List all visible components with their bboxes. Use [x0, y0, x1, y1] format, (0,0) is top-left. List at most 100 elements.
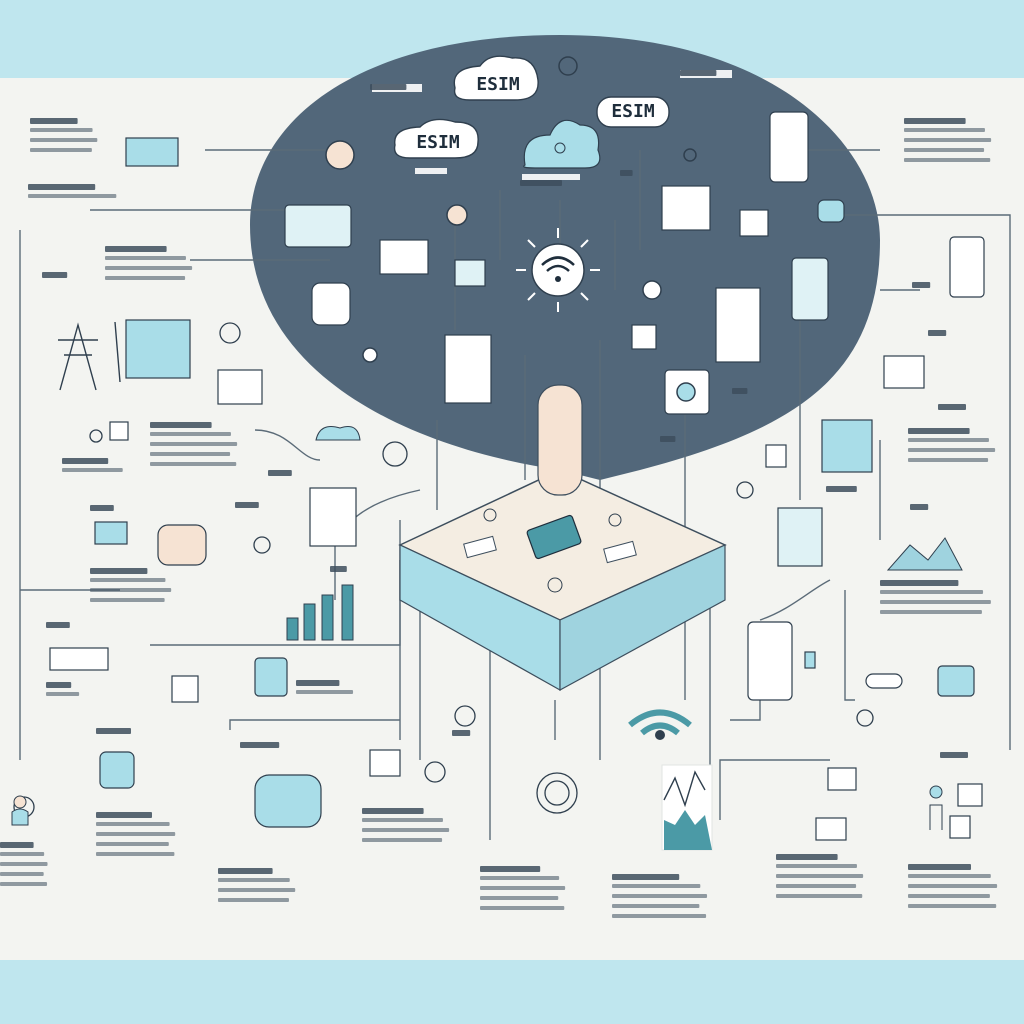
text-placeholder-line — [776, 894, 863, 898]
speech-bubble-icon — [157, 524, 207, 566]
text-placeholder-line — [908, 904, 997, 908]
text-placeholder-line — [908, 864, 971, 870]
lightbulb-icon — [99, 751, 135, 789]
esim-label-top: ESIM — [476, 74, 520, 95]
text-placeholder-line — [240, 742, 280, 748]
text-placeholder-line — [826, 486, 857, 492]
text-placeholder-line — [776, 854, 838, 860]
text-placeholder-line — [90, 598, 165, 602]
text-placeholder-line — [480, 866, 541, 872]
phone-icon — [949, 236, 985, 298]
phone-icon — [769, 111, 809, 183]
text-placeholder-line — [46, 622, 70, 628]
text-placeholder-line — [96, 728, 131, 734]
text-placeholder-line — [880, 600, 991, 604]
text-placeholder-line — [0, 872, 44, 876]
person-icon — [11, 785, 943, 830]
text-placeholder-line — [105, 266, 193, 270]
text-placeholder-line — [880, 590, 984, 594]
text-placeholder-line — [46, 692, 80, 696]
text-placeholder-line — [908, 438, 989, 442]
signal-icon — [628, 709, 692, 736]
text-placeholder-line — [0, 842, 34, 848]
text-placeholder-line — [90, 505, 114, 511]
router-icon — [125, 137, 179, 167]
text-placeholder-line — [218, 868, 273, 874]
phone-icon — [254, 657, 288, 697]
text-placeholder-line — [96, 842, 169, 846]
text-placeholder-line — [776, 884, 857, 888]
text-placeholder-line — [612, 874, 680, 880]
text-placeholder-line — [880, 580, 959, 586]
text-placeholder-line — [620, 170, 633, 176]
text-placeholder-line — [680, 70, 717, 76]
text-placeholder-line — [30, 138, 98, 142]
text-placeholder-line — [904, 118, 966, 124]
text-placeholder-line — [908, 894, 990, 898]
text-placeholder-line — [96, 822, 170, 826]
text-placeholder-line — [612, 904, 700, 908]
text-placeholder-line — [452, 730, 471, 736]
central-platform — [398, 384, 727, 692]
text-placeholder-line — [928, 330, 947, 336]
text-placeholder-line — [612, 894, 708, 898]
text-placeholder-line — [938, 404, 966, 410]
text-placeholder-line — [480, 886, 566, 890]
wifi-icon — [516, 228, 600, 312]
text-placeholder-line — [268, 470, 292, 476]
text-placeholder-line — [96, 812, 152, 818]
antenna-pillar — [537, 384, 583, 496]
text-placeholder-line — [908, 448, 996, 452]
text-placeholder-line — [904, 158, 991, 162]
monitor-icon — [125, 319, 191, 379]
text-placeholder-line — [908, 874, 991, 878]
text-placeholder-line — [910, 504, 929, 510]
text-placeholder-line — [150, 432, 231, 436]
document-icon — [444, 334, 492, 404]
esim-bubble-right — [596, 96, 670, 128]
text-placeholder-line — [30, 118, 78, 124]
text-placeholder-line — [908, 428, 970, 434]
text-placeholder-line — [46, 682, 72, 688]
text-placeholder-line — [362, 818, 443, 822]
bar-chart-icon — [286, 584, 354, 641]
text-placeholder-line — [776, 864, 857, 868]
sim-chip-icon — [526, 514, 582, 560]
text-placeholder-line — [42, 272, 68, 278]
text-placeholder-line — [30, 128, 93, 132]
text-placeholder-line — [218, 888, 296, 892]
text-placeholder-line — [480, 896, 559, 900]
text-placeholder-line — [362, 838, 443, 842]
esim-bubble-top — [453, 55, 539, 101]
text-placeholder-line — [28, 184, 96, 190]
text-placeholder-line — [150, 422, 212, 428]
text-placeholder-line — [218, 878, 290, 882]
monitor-icon — [379, 239, 429, 275]
esim-bubble-mid — [393, 118, 479, 159]
text-placeholder-line — [105, 276, 186, 280]
text-placeholder-line — [940, 752, 968, 758]
text-placeholder-line — [105, 256, 186, 260]
laptop-icon — [284, 204, 352, 248]
house-icon — [309, 487, 357, 547]
text-placeholder-line — [612, 914, 707, 918]
cloud-icon — [523, 119, 601, 169]
sim-chip-icon — [171, 675, 199, 703]
text-placeholder-line — [296, 680, 340, 686]
text-placeholder-line — [296, 690, 354, 694]
text-placeholder-line — [480, 906, 565, 910]
speech-bubble-icon — [661, 185, 711, 231]
text-placeholder-line — [904, 138, 992, 142]
text-placeholder-line — [150, 452, 231, 456]
text-placeholder-line — [150, 442, 238, 446]
text-placeholder-line — [28, 194, 117, 198]
text-placeholder-line — [908, 884, 998, 888]
text-placeholder-line — [90, 588, 172, 592]
text-placeholder-line — [62, 468, 123, 472]
text-placeholder-line — [90, 578, 166, 582]
text-placeholder-line — [96, 832, 176, 836]
text-placeholder-line — [0, 882, 48, 886]
text-placeholder-line — [330, 566, 347, 572]
